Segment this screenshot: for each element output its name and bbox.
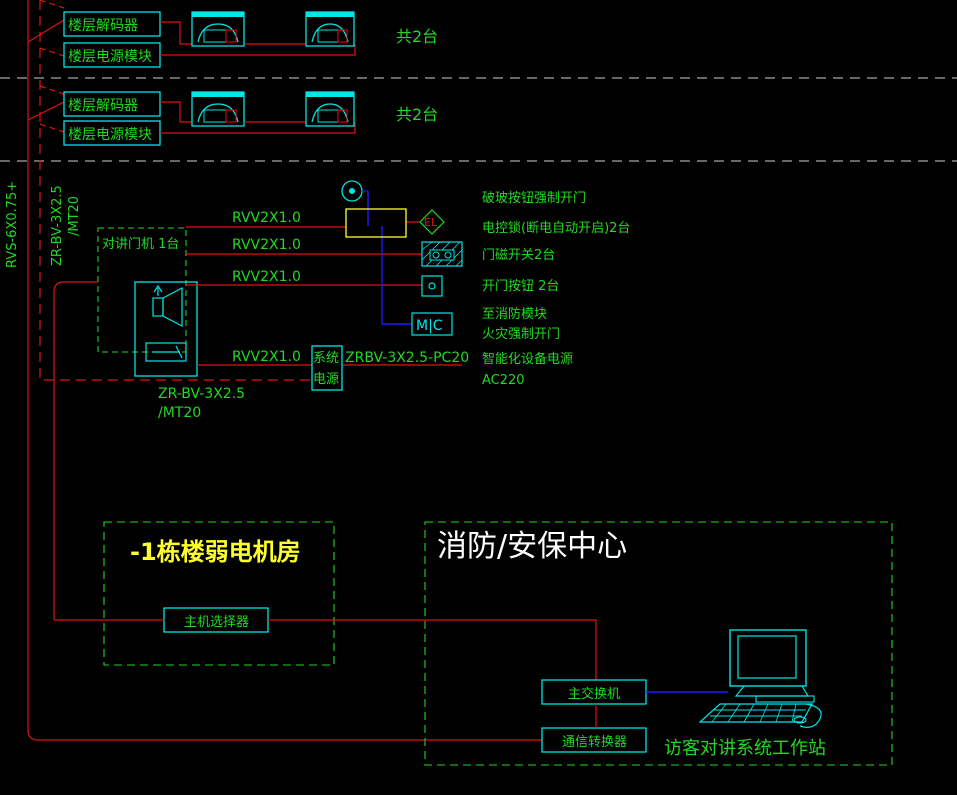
floor2-decoder-label: 楼层解码器 bbox=[68, 98, 138, 114]
lock-controller-box bbox=[345, 208, 407, 238]
host-selector-label: 主机选择器 bbox=[184, 615, 249, 630]
riser-solid-line bbox=[27, 0, 542, 741]
floor1-subunit-2 bbox=[305, 11, 355, 47]
wire-host-selector-out bbox=[268, 619, 597, 680]
label-ac220: AC220 bbox=[482, 373, 525, 388]
main-switch-label: 主交换机 bbox=[568, 686, 620, 702]
riser-cable-zrbv: ZR-BV-3X2.5 bbox=[50, 185, 65, 266]
workstation-label: 访客对讲系统工作站 bbox=[664, 738, 826, 759]
label-smart-power: 智能化设备电源 bbox=[482, 351, 573, 367]
floor2-power-label: 楼层电源模块 bbox=[68, 127, 152, 143]
cable-label-2: RVV2X1.0 bbox=[232, 237, 301, 253]
room-b1-title: -1栋楼弱电机房 bbox=[130, 538, 301, 566]
intercom-door-unit-box bbox=[97, 227, 187, 353]
control-center-box bbox=[424, 521, 893, 766]
floor1-decoder-wire bbox=[160, 21, 356, 56]
floor2-branch-dashed bbox=[39, 123, 65, 133]
label-to-fire-module: 至消防模块 bbox=[482, 306, 547, 322]
intercom-door-unit-label: 对讲门机 1台 bbox=[102, 237, 179, 252]
fire-module-text: M|C bbox=[416, 318, 443, 334]
riser-conduit: /MT20 bbox=[67, 196, 82, 236]
electric-lock-icon: EL bbox=[419, 209, 445, 235]
riser-cable-rvs: RVS-6X0.75+ bbox=[5, 181, 20, 268]
floor2-decoder-box bbox=[63, 91, 161, 117]
floor2-top-tick bbox=[39, 85, 65, 95]
label-door-magnet: 门磁开关2台 bbox=[482, 248, 555, 263]
door-station-panel bbox=[134, 281, 198, 377]
floor2-count: 共2台 bbox=[396, 105, 438, 124]
floor2-subunit-1 bbox=[191, 91, 245, 127]
floor1-count: 共2台 bbox=[396, 27, 438, 46]
room-b1-box bbox=[103, 521, 335, 666]
door-button-dot bbox=[428, 282, 436, 290]
wire-to-button bbox=[53, 281, 422, 620]
riser-dashed-line bbox=[39, 0, 312, 381]
door-magnet-icon bbox=[421, 241, 463, 267]
label-breakglass: 破玻按钮强制开门 bbox=[482, 191, 586, 206]
workstation-computer-icon bbox=[698, 629, 822, 728]
handset-icon bbox=[145, 342, 187, 362]
label-zrbv-pc20: ZRBV-3X2.5-PC20 bbox=[345, 350, 469, 366]
floor2-branch-solid bbox=[27, 101, 65, 121]
floor1-top-tick bbox=[39, 0, 65, 9]
fire-module-box bbox=[411, 312, 453, 336]
bottom-conduit-label: /MT20 bbox=[158, 405, 201, 421]
label-door-button: 开门按钮 2台 bbox=[482, 279, 559, 294]
floor1-decoder-box bbox=[63, 11, 161, 37]
floor1-branch-solid bbox=[27, 19, 65, 43]
electric-lock-text: EL bbox=[424, 216, 438, 229]
floor1-decoder-label: 楼层解码器 bbox=[68, 18, 138, 34]
system-power-label-2: 电源 bbox=[313, 372, 339, 387]
floor2-decoder-wire bbox=[160, 101, 356, 134]
comm-converter-box bbox=[541, 727, 647, 753]
floor1-subunit-1 bbox=[191, 11, 245, 47]
label-fire-force-open: 火灾强制开门 bbox=[482, 326, 560, 342]
speaker-icon bbox=[152, 284, 183, 327]
cable-label-1: RVV2X1.0 bbox=[232, 210, 301, 226]
floor1-power-label: 楼层电源模块 bbox=[68, 49, 152, 65]
bottom-cable-label: ZR-BV-3X2.5 bbox=[158, 386, 245, 402]
system-power-box bbox=[311, 345, 343, 391]
cable-label-4: RVV2X1.0 bbox=[232, 349, 301, 365]
floor2-subunit-2 bbox=[305, 91, 355, 127]
door-button-icon bbox=[421, 275, 443, 297]
system-power-label-1: 系统 bbox=[313, 351, 339, 366]
breakglass-dot bbox=[349, 188, 355, 194]
label-electric-lock: 电控锁(断电自动开启)2台 bbox=[482, 220, 630, 236]
floor1-branch-dashed bbox=[39, 47, 65, 57]
control-center-title: 消防/安保中心 bbox=[437, 529, 627, 564]
cable-label-3: RVV2X1.0 bbox=[232, 269, 301, 285]
comm-converter-label: 通信转换器 bbox=[562, 735, 627, 750]
